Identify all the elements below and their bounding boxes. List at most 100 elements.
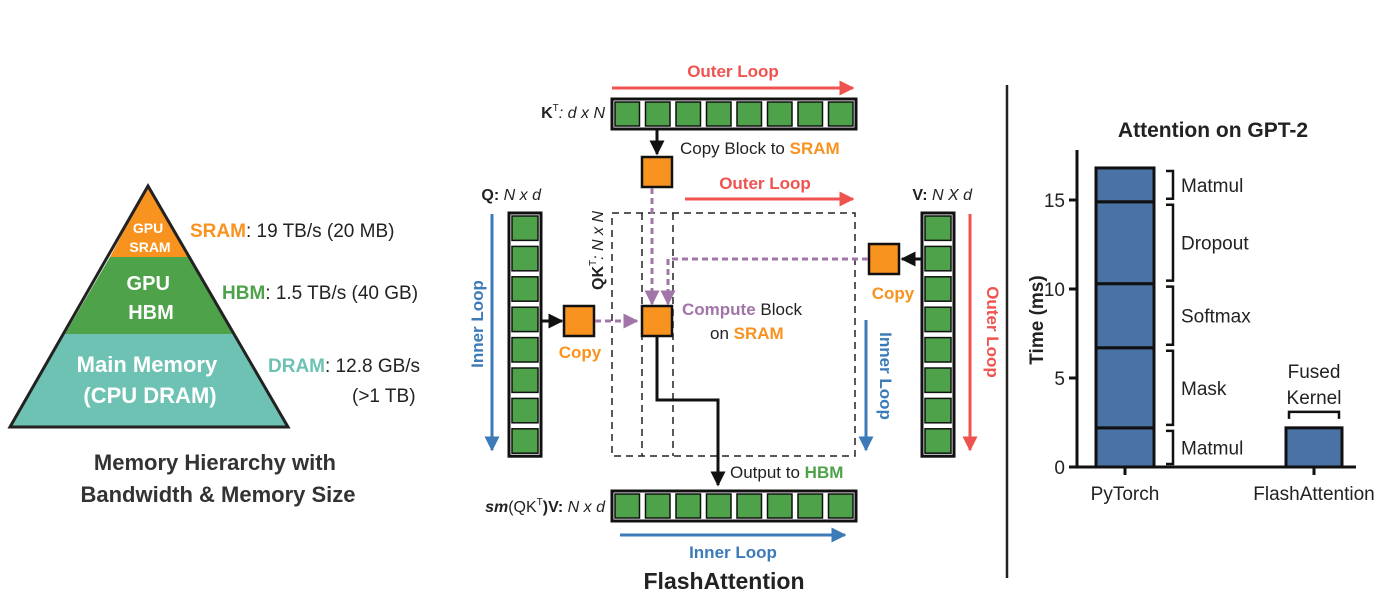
v-matrix-cell bbox=[924, 276, 952, 302]
v-sram-block bbox=[867, 242, 901, 276]
output-matrix-cell bbox=[736, 493, 763, 519]
chart-bars bbox=[1094, 166, 1344, 475]
copy-left-label: Copy bbox=[559, 343, 602, 362]
output-matrix-cell bbox=[827, 493, 854, 519]
dram-spec-size: (>1 TB) bbox=[352, 386, 416, 407]
kt-matrix-cell bbox=[614, 101, 641, 127]
dram-spec: DRAM: 12.8 GB/s bbox=[268, 356, 420, 377]
kt-matrix-border bbox=[610, 97, 858, 131]
memory-pyramid: GPU SRAM GPU HBM Main Memory (CPU DRAM) … bbox=[7, 182, 420, 507]
inner-loop-bottom-label: Inner Loop bbox=[689, 543, 777, 562]
kt-label: KT: d x N bbox=[541, 103, 605, 122]
kt-matrix-cell bbox=[736, 101, 763, 127]
kt-sram-block bbox=[640, 155, 674, 189]
segment-bracket bbox=[1287, 410, 1341, 419]
bar-segment bbox=[1284, 426, 1344, 469]
v-matrix-cell bbox=[924, 428, 952, 454]
output-matrix-label: sm(QKT)V: N x d bbox=[485, 497, 606, 516]
inner-loop-right-label: Inner Loop bbox=[876, 332, 895, 420]
v-matrix-cell bbox=[924, 367, 952, 394]
segment-label: Dropout bbox=[1181, 234, 1249, 255]
y-tick-label: 10 bbox=[1044, 280, 1065, 301]
output-arrow bbox=[655, 337, 726, 487]
output-matrix-border bbox=[610, 489, 858, 523]
pyramid-outline bbox=[7, 182, 291, 429]
output-matrix-cell bbox=[705, 493, 732, 519]
q-matrix-cell bbox=[511, 245, 539, 272]
bar-segment bbox=[1094, 346, 1156, 430]
copy-block-label: Copy Block to SRAM bbox=[680, 139, 840, 158]
qkt-region bbox=[611, 212, 856, 457]
chart-annotations: MatmulMaskSoftmaxDropoutMatmulPyTorchFus… bbox=[1091, 169, 1375, 505]
q-matrix-cell bbox=[511, 306, 539, 333]
y-tick-label: 15 bbox=[1044, 191, 1065, 212]
output-matrix-cell bbox=[644, 493, 671, 519]
y-tick-label: 0 bbox=[1054, 458, 1065, 479]
q-matrix-cell bbox=[511, 428, 539, 454]
x-tick-label: FlashAttention bbox=[1253, 484, 1374, 505]
output-matrix-cell bbox=[766, 493, 793, 519]
outer-loop-mid-label: Outer Loop bbox=[719, 174, 811, 193]
v-block-flow bbox=[660, 257, 868, 306]
flashattention-title: FlashAttention bbox=[644, 568, 805, 594]
pyramid-tier-sram bbox=[110, 186, 188, 257]
kt-matrix-cell bbox=[644, 101, 671, 127]
output-label: Output to HBM bbox=[730, 463, 843, 482]
v-matrix-cell bbox=[924, 397, 952, 424]
v-matrix-cell bbox=[924, 336, 952, 363]
segment-label: Mask bbox=[1181, 379, 1227, 400]
outer-loop-right-label: Outer Loop bbox=[983, 286, 1002, 378]
bar-segment bbox=[1094, 282, 1156, 350]
segment-bracket bbox=[1166, 169, 1175, 201]
qkt-label: QKT: N x N bbox=[588, 211, 607, 290]
output-matrix-cell bbox=[614, 493, 641, 519]
segment-bracket bbox=[1166, 203, 1175, 282]
q-matrix-cell bbox=[511, 215, 539, 242]
q-matrix-cell bbox=[511, 336, 539, 363]
v-matrix bbox=[920, 211, 956, 458]
flashattention-diagram: Outer Loop KT: d x N Copy Block to SRAM … bbox=[468, 62, 1002, 594]
output-matrix-cell bbox=[675, 493, 702, 519]
q-label: Q: N x d bbox=[481, 187, 542, 204]
inner-loop-left-label: Inner Loop bbox=[468, 280, 487, 368]
kt-matrix-cell bbox=[705, 101, 732, 127]
output-matrix bbox=[610, 489, 858, 523]
q-matrix bbox=[507, 211, 543, 458]
v-matrix-cell bbox=[924, 215, 952, 242]
segment-bracket bbox=[1166, 285, 1175, 346]
copy-right-label: Copy bbox=[872, 284, 915, 303]
compute-block bbox=[640, 304, 674, 338]
tier-sram-label: GPU SRAM bbox=[129, 220, 170, 255]
kt-matrix-cell bbox=[766, 101, 793, 127]
v-label: V: N X d bbox=[912, 187, 973, 204]
pyramid-caption: Memory Hierarchy with Bandwidth & Memory… bbox=[80, 450, 355, 507]
pyramid-tier-main bbox=[10, 334, 288, 427]
kt-matrix bbox=[610, 97, 858, 131]
q-matrix-cell bbox=[511, 276, 539, 302]
kt-matrix-cell bbox=[797, 101, 824, 127]
segment-label: Matmul bbox=[1181, 176, 1243, 197]
bar-segment bbox=[1094, 200, 1156, 286]
q-matrix-border bbox=[507, 211, 543, 458]
segment-bracket bbox=[1166, 429, 1175, 466]
kt-matrix-cell bbox=[827, 101, 854, 127]
q-matrix-cell bbox=[511, 367, 539, 394]
v-matrix-cell bbox=[924, 245, 952, 272]
y-tick-label: 5 bbox=[1054, 369, 1065, 390]
v-matrix-border bbox=[920, 211, 956, 458]
segment-bracket bbox=[1166, 349, 1175, 427]
pyramid-tier-hbm bbox=[65, 257, 233, 334]
chart-title: Attention on GPT-2 bbox=[1118, 119, 1308, 142]
outer-loop-top-label: Outer Loop bbox=[687, 62, 779, 81]
kt-matrix-cell bbox=[675, 101, 702, 127]
x-tick-label: PyTorch bbox=[1091, 484, 1160, 505]
q-matrix-cell bbox=[511, 397, 539, 424]
sram-spec: SRAM: 19 TB/s (20 MB) bbox=[190, 221, 394, 242]
segment-label: Softmax bbox=[1181, 307, 1251, 328]
v-matrix-cell bbox=[924, 306, 952, 333]
segment-label: Matmul bbox=[1181, 438, 1243, 459]
output-matrix-cell bbox=[797, 493, 824, 519]
